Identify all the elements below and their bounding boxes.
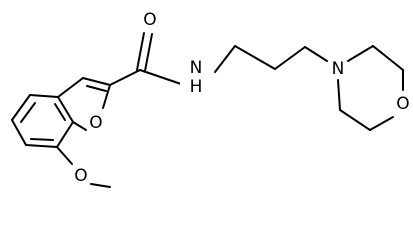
- bond-chain-4: [304, 46, 328, 62]
- bond-furan-1: [57, 77, 84, 98]
- carbonyl-oxygen: O: [142, 10, 158, 30]
- bond-carbonyl-1: [109, 69, 141, 86]
- bond-layer: [11, 32, 404, 188]
- bond-chain-2: [234, 45, 276, 70]
- atom-label-layer: O N H O N O O: [73, 10, 411, 186]
- bond-methoxy-1: [56, 146, 73, 165]
- bond-benzene-5: [57, 96, 74, 123]
- bond-carbonyl-double-b: [144, 33, 153, 72]
- morpholine-oxygen-label: O: [396, 94, 409, 114]
- carbonyl-oxygen-label: O: [143, 10, 156, 30]
- bond-amide-cn: [139, 69, 182, 85]
- bond-benzene-2: [11, 119, 27, 146]
- amide-hydrogen-label: H: [190, 77, 203, 97]
- bond-benzene-3: [25, 144, 58, 148]
- furan-oxygen: O: [88, 113, 104, 133]
- bond-benzene-inner-2: [30, 138, 54, 141]
- bond-benzene-4: [56, 121, 74, 148]
- methoxy-oxygen-label: O: [74, 166, 87, 186]
- methoxy-oxygen: O: [73, 166, 89, 186]
- bond-furan-3: [102, 84, 111, 109]
- amide-nh: N H: [180, 58, 204, 97]
- furan-oxygen-label: O: [89, 113, 102, 133]
- molecule-structure: O N H O N O O: [11, 10, 411, 188]
- bond-benzene-inner-3: [54, 103, 66, 121]
- bond-furan-4: [72, 121, 87, 131]
- bond-chain-1: [214, 45, 236, 73]
- morpholine-nitrogen: N: [330, 59, 346, 79]
- bond-furan-2: [82, 77, 111, 86]
- bond-morpholine-4: [369, 116, 394, 131]
- amide-nitrogen-label: N: [190, 58, 203, 78]
- bond-benzene-6: [29, 94, 59, 98]
- bond-carbonyl-double-a: [136, 32, 145, 71]
- bond-furan-inner: [86, 85, 107, 92]
- bond-benzene-1: [11, 94, 31, 121]
- bond-morpholine-2: [372, 45, 404, 71]
- bond-morpholine-1: [347, 45, 374, 62]
- bond-morpholine-5: [339, 109, 371, 131]
- morpholine-oxygen: O: [395, 94, 411, 114]
- morpholine-nitrogen-label: N: [332, 59, 345, 79]
- bond-methoxy-2: [90, 183, 111, 188]
- bond-benzene-inner-1: [20, 102, 36, 123]
- bond-chain-3: [274, 46, 306, 70]
- bond-morpholine-6: [337, 79, 341, 111]
